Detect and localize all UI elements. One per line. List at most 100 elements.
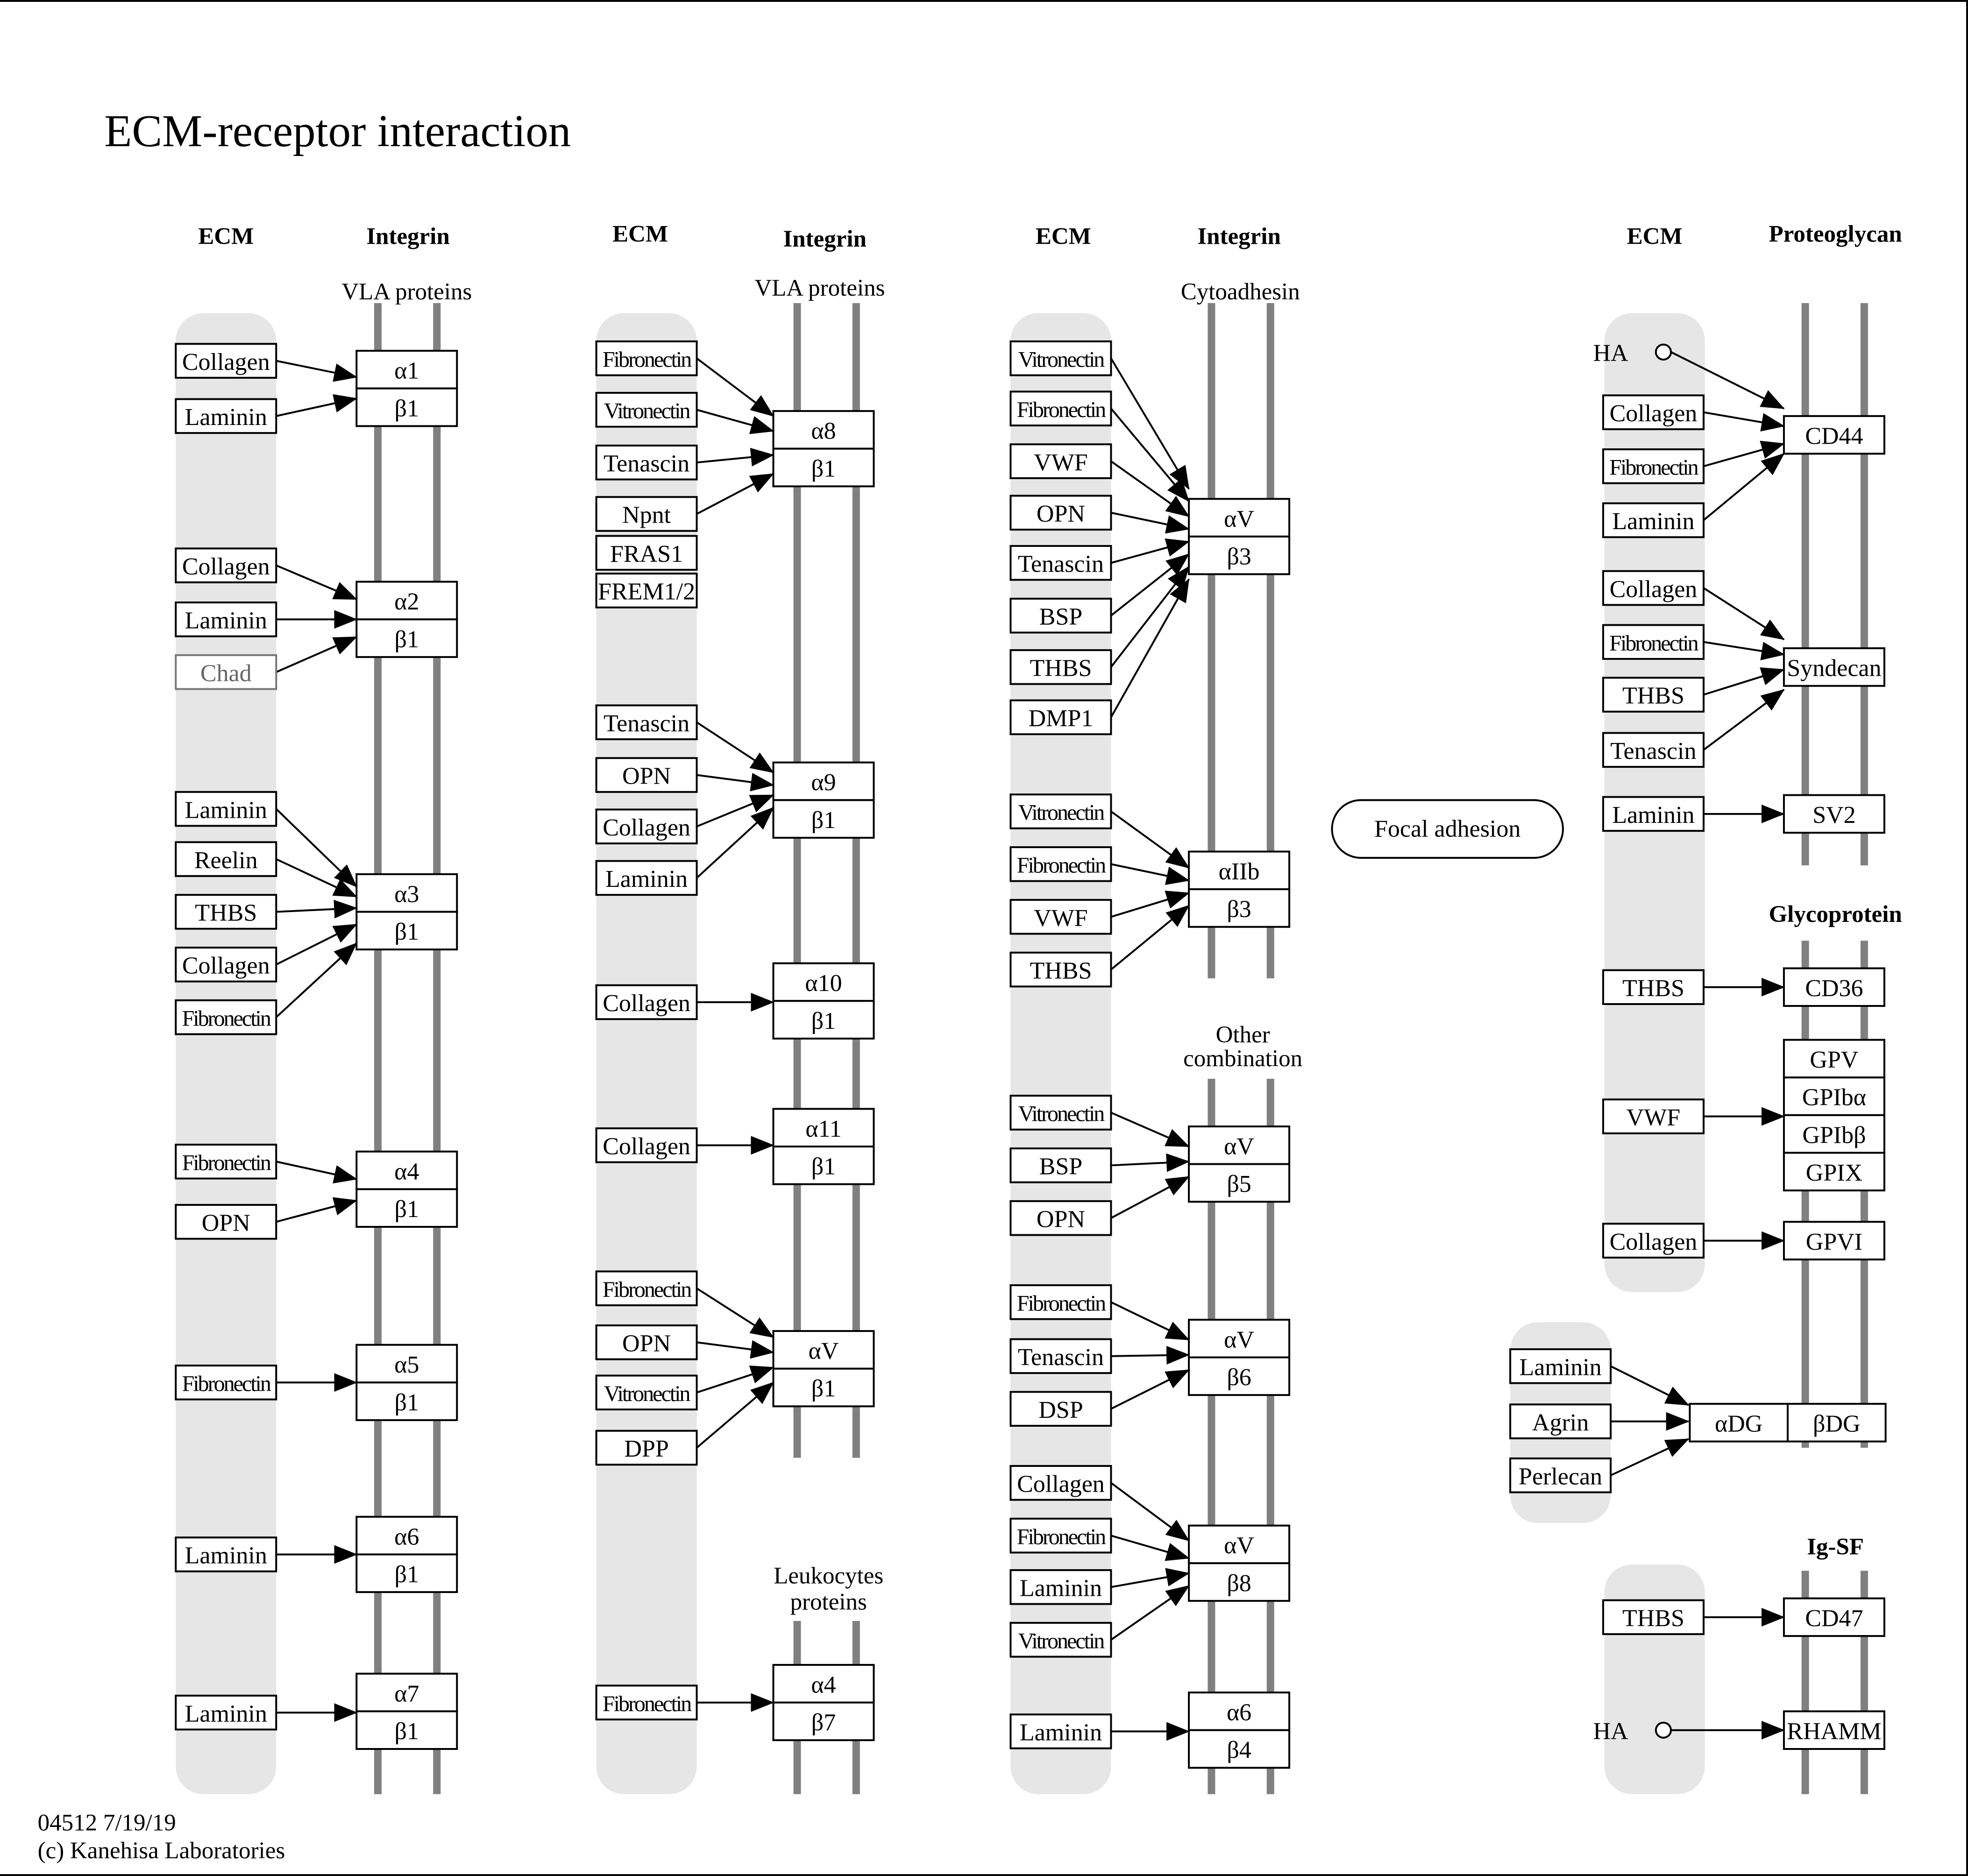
gene-vitronectin-node[interactable]: Vitronectin bbox=[1009, 340, 1112, 376]
gene-laminin-node[interactable]: Laminin bbox=[1009, 1569, 1112, 1605]
gene-laminin-node[interactable]: Laminin bbox=[1009, 1713, 1112, 1749]
gene-alphav-node[interactable]: αV bbox=[1188, 1318, 1291, 1359]
gene-gpv-node[interactable]: GPV bbox=[1783, 1039, 1885, 1079]
gene-thbs-node[interactable]: THBS bbox=[1602, 677, 1705, 713]
gene-collagen-node[interactable]: Collagen bbox=[595, 1127, 698, 1163]
gene-alpha2-node[interactable]: α2 bbox=[355, 580, 458, 621]
gene-perlecan-node[interactable]: Perlecan bbox=[1509, 1457, 1612, 1494]
gene-thbs-node[interactable]: THBS bbox=[1009, 649, 1112, 685]
gene-beta1-node[interactable]: β1 bbox=[355, 1710, 458, 1750]
gene-laminin-node[interactable]: Laminin bbox=[175, 601, 277, 637]
gene-beta1-node[interactable]: β1 bbox=[772, 1146, 875, 1185]
gene-dpp-node[interactable]: DPP bbox=[595, 1430, 698, 1466]
gene-collagen-node[interactable]: Collagen bbox=[1009, 1465, 1112, 1501]
gene-vitronectin-node[interactable]: Vitronectin bbox=[1009, 1095, 1112, 1131]
gene-bsp-node[interactable]: BSP bbox=[1009, 597, 1112, 634]
gene-fibronectin-node[interactable]: Fibronectin bbox=[595, 1685, 698, 1720]
gene-thbs-node[interactable]: THBS bbox=[175, 894, 277, 930]
gene-tenascin-node[interactable]: Tenascin bbox=[1602, 732, 1705, 768]
gene-beta6-node[interactable]: β6 bbox=[1188, 1356, 1291, 1396]
gene-dmp1-node[interactable]: DMP1 bbox=[1009, 699, 1112, 736]
gene-vitronectin-node[interactable]: Vitronectin bbox=[1009, 793, 1112, 829]
gene-opn-node[interactable]: OPN bbox=[175, 1203, 277, 1240]
focal-adhesion-map-link[interactable]: Focal adhesion bbox=[1331, 799, 1564, 859]
gene-tenascin-node[interactable]: Tenascin bbox=[595, 704, 698, 740]
gene-rhamm-node[interactable]: RHAMM bbox=[1783, 1710, 1885, 1750]
gene-beta3-node[interactable]: β3 bbox=[1188, 888, 1291, 928]
gene-alpha10-node[interactable]: α10 bbox=[772, 962, 875, 1002]
gene-alphaiib-node[interactable]: αIIb bbox=[1188, 850, 1291, 891]
gene-alpha1-node[interactable]: α1 bbox=[355, 350, 458, 389]
gene-alpha4-node[interactable]: α4 bbox=[772, 1664, 875, 1704]
gene-laminin-node[interactable]: Laminin bbox=[175, 1536, 277, 1572]
compound-ha-node[interactable]: HA bbox=[1593, 1718, 1672, 1745]
gene-collagen-node[interactable]: Collagen bbox=[1602, 1223, 1705, 1259]
gene-reelin-node[interactable]: Reelin bbox=[175, 841, 277, 877]
gene-vitronectin-node[interactable]: Vitronectin bbox=[595, 1374, 698, 1411]
gene-laminin-node[interactable]: Laminin bbox=[175, 398, 277, 434]
gene-beta1-node[interactable]: β1 bbox=[772, 447, 875, 488]
gene-collagen-node[interactable]: Collagen bbox=[1602, 394, 1705, 431]
gene-fibronectin-node[interactable]: Fibronectin bbox=[1009, 1517, 1112, 1554]
gene-vitronectin-node[interactable]: Vitronectin bbox=[595, 392, 698, 428]
gene-beta1-node[interactable]: β1 bbox=[355, 1188, 458, 1228]
gene-opn-node[interactable]: OPN bbox=[595, 757, 698, 793]
gene-betadg-node[interactable]: βDG bbox=[1787, 1402, 1887, 1443]
gene-laminin-node[interactable]: Laminin bbox=[1602, 796, 1705, 832]
compound-ha-node[interactable]: HA bbox=[1593, 340, 1672, 367]
gene-alphadg-node[interactable]: αDG bbox=[1689, 1402, 1789, 1443]
gene-tenascin-node[interactable]: Tenascin bbox=[1009, 1338, 1112, 1374]
gene-laminin-node[interactable]: Laminin bbox=[175, 1694, 277, 1731]
gene-vitronectin-node[interactable]: Vitronectin bbox=[1009, 1621, 1112, 1658]
gene-alpha9-node[interactable]: α9 bbox=[772, 761, 875, 801]
gene-alpha3-node[interactable]: α3 bbox=[355, 873, 458, 913]
gene-laminin-node[interactable]: Laminin bbox=[1602, 502, 1705, 538]
gene-collagen-node[interactable]: Collagen bbox=[175, 547, 277, 583]
gene-alphav-node[interactable]: αV bbox=[1188, 498, 1291, 538]
gene-laminin-node[interactable]: Laminin bbox=[595, 860, 698, 896]
gene-fibronectin-node[interactable]: Fibronectin bbox=[175, 1143, 277, 1180]
gene-fibronectin-node[interactable]: Fibronectin bbox=[175, 1364, 277, 1401]
gene-alphav-node[interactable]: αV bbox=[1188, 1126, 1291, 1165]
gene-laminin-node[interactable]: Laminin bbox=[175, 791, 277, 827]
gene-cd47-node[interactable]: CD47 bbox=[1783, 1597, 1885, 1637]
gene-beta1-node[interactable]: β1 bbox=[355, 387, 458, 427]
gene-beta4-node[interactable]: β4 bbox=[1188, 1729, 1291, 1769]
gene-fras1-node[interactable]: FRAS1 bbox=[595, 535, 698, 571]
gene-gpvi-node[interactable]: GPVI bbox=[1783, 1221, 1885, 1260]
gene-tenascin-node[interactable]: Tenascin bbox=[595, 445, 698, 481]
gene-beta1-node[interactable]: β1 bbox=[355, 1381, 458, 1421]
gene-vwf-node[interactable]: VWF bbox=[1602, 1098, 1705, 1134]
gene-gpix-node[interactable]: GPIX bbox=[1783, 1152, 1885, 1192]
gene-beta8-node[interactable]: β8 bbox=[1188, 1562, 1291, 1602]
gene-beta1-node[interactable]: β1 bbox=[772, 1367, 875, 1408]
gene-agrin-node[interactable]: Agrin bbox=[1509, 1403, 1612, 1439]
gene-fibronectin-node[interactable]: Fibronectin bbox=[1009, 1284, 1112, 1320]
gene-fibronectin-node[interactable]: Fibronectin bbox=[1602, 624, 1705, 660]
gene-alpha5-node[interactable]: α5 bbox=[355, 1344, 458, 1384]
gene-opn-node[interactable]: OPN bbox=[1009, 1200, 1112, 1236]
gene-fibronectin-node[interactable]: Fibronectin bbox=[1009, 846, 1112, 882]
gene-vwf-node[interactable]: VWF bbox=[1009, 899, 1112, 935]
gene-beta1-node[interactable]: β1 bbox=[772, 1000, 875, 1040]
gene-fibronectin-node[interactable]: Fibronectin bbox=[175, 999, 277, 1035]
gene-collagen-node[interactable]: Collagen bbox=[595, 984, 698, 1020]
gene-opn-node[interactable]: OPN bbox=[1009, 495, 1112, 531]
gene-cd36-node[interactable]: CD36 bbox=[1783, 967, 1885, 1007]
gene-npnt-node[interactable]: Npnt bbox=[595, 496, 698, 532]
gene-collagen-node[interactable]: Collagen bbox=[595, 808, 698, 844]
gene-alphav-node[interactable]: αV bbox=[772, 1330, 875, 1370]
gene-gpibalpha-node[interactable]: GPIbα bbox=[1783, 1076, 1885, 1116]
gene-beta3-node[interactable]: β3 bbox=[1188, 535, 1291, 575]
gene-fibronectin-node[interactable]: Fibronectin bbox=[1602, 448, 1705, 484]
gene-frem1-2-node[interactable]: FREM1/2 bbox=[595, 573, 698, 609]
gene-opn-node[interactable]: OPN bbox=[595, 1324, 698, 1360]
gene-beta1-node[interactable]: β1 bbox=[355, 911, 458, 951]
gene-vwf-node[interactable]: VWF bbox=[1009, 443, 1112, 479]
gene-laminin-node[interactable]: Laminin bbox=[1509, 1348, 1612, 1384]
gene-fibronectin-node[interactable]: Fibronectin bbox=[1009, 390, 1112, 427]
gene-alpha6-node[interactable]: α6 bbox=[355, 1515, 458, 1556]
gene-alpha11-node[interactable]: α11 bbox=[772, 1108, 875, 1147]
gene-collagen-node[interactable]: Collagen bbox=[1602, 570, 1705, 606]
gene-cd44-node[interactable]: CD44 bbox=[1783, 415, 1885, 455]
